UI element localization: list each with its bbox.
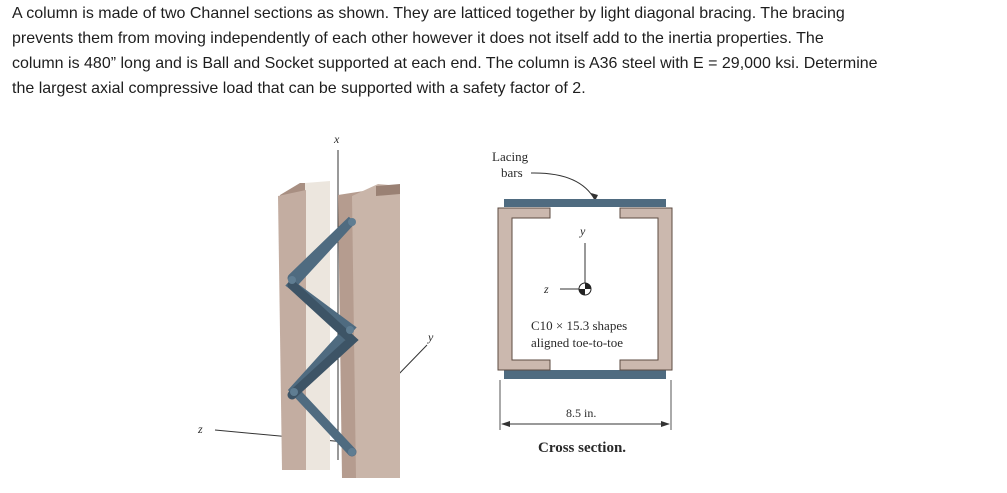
- centroid-symbol: [578, 282, 592, 296]
- cross-section-figure: Lacing bars y z C10 × 15.3 shapes aligne…: [492, 149, 673, 456]
- x-axis-label: x: [333, 132, 340, 146]
- bottom-lacing-bar: [504, 370, 666, 379]
- section-y-label: y: [579, 224, 586, 238]
- top-lacing-bar: [504, 199, 666, 207]
- right-channel-section: [619, 207, 673, 371]
- lacing-leader-arrow: [530, 172, 596, 201]
- column-3d-figure: x z y: [197, 132, 434, 478]
- shape-label-line-1: C10 × 15.3 shapes: [531, 318, 627, 333]
- section-z-label: z: [543, 282, 549, 296]
- lacing-label-line-2: bars: [501, 165, 523, 180]
- y-axis-label: y: [427, 330, 434, 344]
- right-channel: [338, 184, 400, 478]
- y-axis-line: [394, 344, 428, 379]
- dimension-label: 8.5 in.: [566, 406, 596, 420]
- lacing-bars: [285, 216, 359, 457]
- problem-line-4: the largest axial compressive load that …: [12, 80, 586, 97]
- cross-section-caption: Cross section.: [538, 440, 626, 456]
- left-channel-section: [497, 207, 551, 371]
- problem-line-3: column is 480” long and is Ball and Sock…: [12, 55, 878, 72]
- z-axis-label: z: [197, 422, 203, 436]
- problem-statement: A column is made of two Channel sections…: [12, 1, 997, 101]
- problem-line-2: prevents them from moving independently …: [12, 30, 824, 47]
- shape-label-line-2: aligned toe-to-toe: [531, 335, 623, 350]
- problem-line-1: A column is made of two Channel sections…: [12, 5, 845, 22]
- lacing-label-line-1: Lacing: [492, 149, 529, 164]
